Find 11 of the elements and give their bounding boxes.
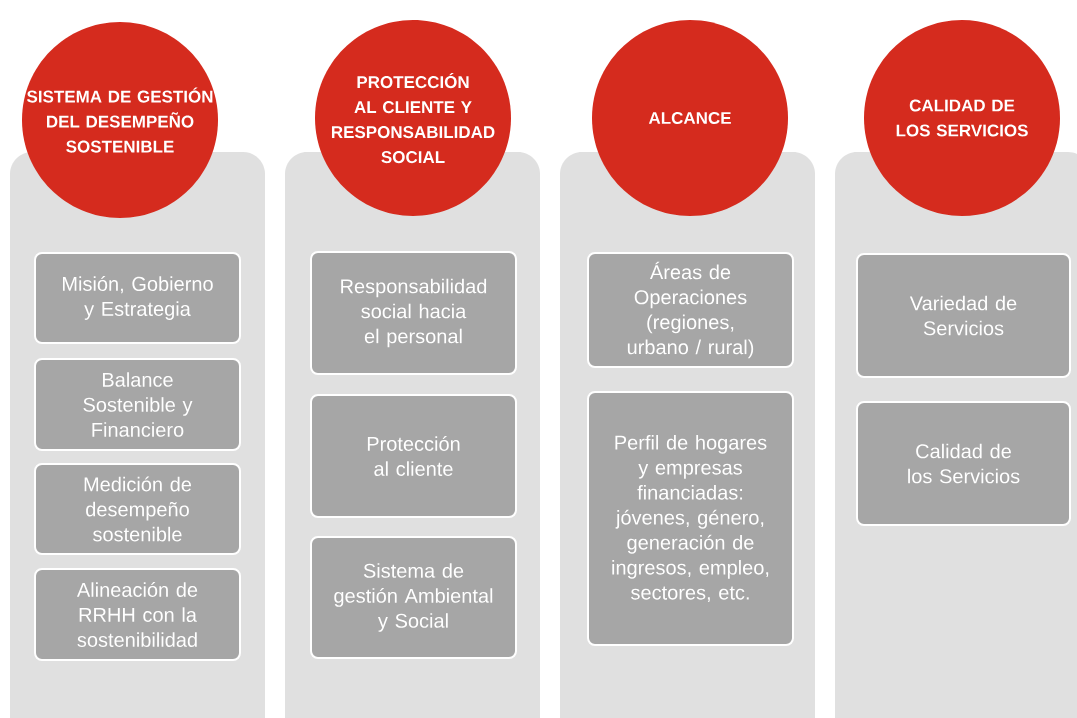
item-box: Áreas de Operaciones (regiones, urbano / rural) — [587, 252, 794, 368]
item-box: Protección al cliente — [310, 394, 517, 518]
item-box: Perfil de hogares y empresas financiadas: jóvenes, género, generación de ingresos, empleo, sectores, etc. — [587, 391, 794, 646]
item-box: Alineación de RRHH con la sostenibilidad — [34, 568, 241, 661]
item-box: Balance Sostenible y Financiero — [34, 358, 241, 451]
item-box: Medición de desempeño sostenible — [34, 463, 241, 555]
item-box: Responsabilidad social hacia el personal — [310, 251, 517, 375]
item-box: Calidad de los Servicios — [856, 401, 1071, 526]
item-box: Misión, Gobierno y Estrategia — [34, 252, 241, 344]
item-box: Sistema de gestión Ambiental y Social — [310, 536, 517, 659]
item-box: Variedad de Servicios — [856, 253, 1071, 378]
